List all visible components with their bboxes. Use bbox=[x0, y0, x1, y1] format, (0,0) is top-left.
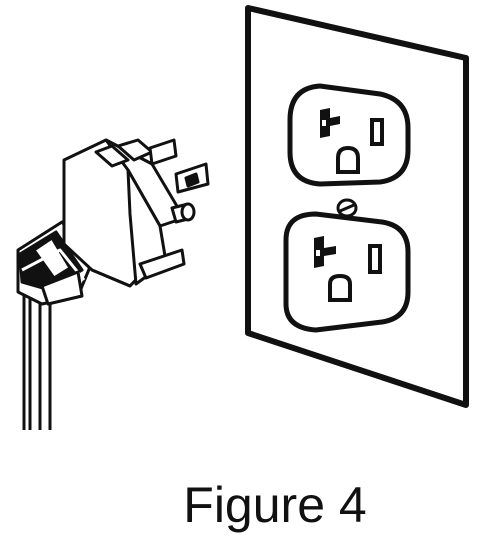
plug-icon bbox=[62, 138, 210, 288]
cord-icon bbox=[22, 290, 52, 430]
screw-icon bbox=[336, 198, 358, 218]
outlet-icon bbox=[287, 83, 411, 187]
outlet-icon bbox=[283, 211, 411, 333]
figure-caption: Figure 4 bbox=[183, 477, 367, 533]
figure-illustration bbox=[16, 5, 469, 430]
